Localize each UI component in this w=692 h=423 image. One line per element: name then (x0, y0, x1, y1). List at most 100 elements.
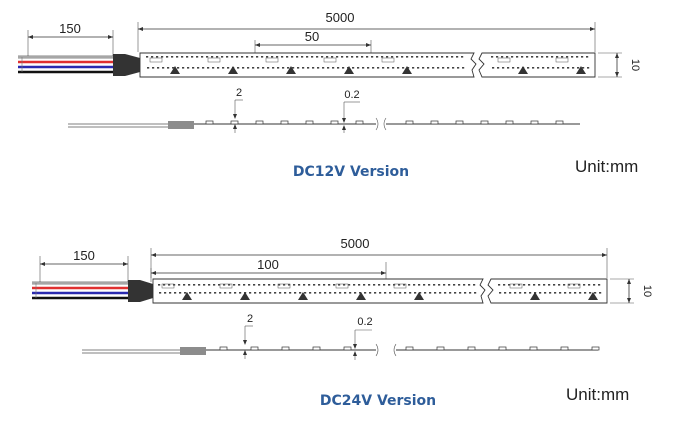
chip-dot (526, 56, 529, 58)
chip-dot (547, 67, 550, 69)
chip-dot (311, 56, 314, 58)
chip-dot (356, 56, 359, 58)
chip-dot (537, 67, 540, 69)
chip-dot (498, 284, 501, 286)
chip-dot (408, 284, 411, 286)
chip-dot (371, 56, 374, 58)
chip-dot (228, 284, 231, 286)
chip-dot (364, 292, 367, 294)
side-led (330, 120, 339, 125)
chip-dot (388, 284, 391, 286)
chip-dot (374, 292, 377, 294)
chip-dot (299, 292, 302, 294)
chip-dot (321, 56, 324, 58)
chip-dot (359, 292, 362, 294)
chip-dot (464, 292, 467, 294)
chip-dot (222, 67, 225, 69)
chip-dot (238, 284, 241, 286)
led-height-dimension: 2 (243, 313, 253, 359)
arrow-mark (567, 283, 581, 289)
chip-dot (196, 56, 199, 58)
chip-dot (366, 56, 369, 58)
chip-dot (412, 67, 415, 69)
unit-label: Unit:mm (566, 385, 629, 404)
chip-dot (206, 56, 209, 58)
chip-dot (528, 284, 531, 286)
side-led (405, 120, 414, 125)
chip-dot (373, 284, 376, 286)
chip-dot (264, 292, 267, 294)
arrow-mark (149, 57, 163, 63)
segment-length-label: 100 (257, 257, 279, 272)
chip-dot (423, 284, 426, 286)
chip-dot (376, 56, 379, 58)
chip-dot (271, 56, 274, 58)
chip-dot (447, 67, 450, 69)
chip-dot (431, 56, 434, 58)
side-led (230, 120, 239, 125)
chip-dot (527, 67, 530, 69)
chip-dot (409, 292, 412, 294)
arrow-mark (393, 283, 407, 289)
pcb-thickness-dimension: 0.2 (353, 316, 373, 360)
chip-dot (564, 292, 567, 294)
chip-dot (587, 67, 590, 69)
chip-dot (372, 67, 375, 69)
led-chip (576, 66, 586, 74)
arrow-mark (161, 283, 175, 289)
chip-dot (394, 292, 397, 294)
cable-length-label: 150 (59, 21, 81, 36)
chip-dot (192, 67, 195, 69)
chip-dot (176, 56, 179, 58)
chip-dot (178, 284, 181, 286)
chip-dot (202, 67, 205, 69)
chip-dot (326, 56, 329, 58)
chip-dot (552, 67, 555, 69)
chip-dot (241, 56, 244, 58)
chip-dot (267, 67, 270, 69)
chip-dot (263, 284, 266, 286)
chip-dot (574, 292, 577, 294)
chip-dot (163, 284, 166, 286)
chip-dot (348, 284, 351, 286)
chip-dot (252, 67, 255, 69)
chip-dot (242, 67, 245, 69)
chip-dot (451, 56, 454, 58)
chip-dot (216, 56, 219, 58)
chip-dot (542, 67, 545, 69)
chip-dot (249, 292, 252, 294)
side-led (498, 346, 507, 351)
arrow-mark (277, 283, 291, 289)
chip-dot (286, 56, 289, 58)
chip-dot (186, 56, 189, 58)
chip-dot (187, 67, 190, 69)
chip-dot (563, 284, 566, 286)
chip-dot (204, 292, 207, 294)
chip-dot (509, 292, 512, 294)
chip-dot (171, 56, 174, 58)
chip-dot (162, 67, 165, 69)
chip-dot (183, 284, 186, 286)
chip-dot (308, 284, 311, 286)
chip-dot (424, 292, 427, 294)
chip-dot (179, 292, 182, 294)
dc24v-drawing: 150 5000 100 (32, 236, 653, 409)
strip-length-dimension: 5000 (150, 236, 608, 278)
chip-dot (582, 67, 585, 69)
chip-dot (414, 292, 417, 294)
chip-dot (309, 292, 312, 294)
chip-dot (556, 56, 559, 58)
chip-dot (508, 284, 511, 286)
chip-dot (398, 284, 401, 286)
strip-width-dimension: 10 (610, 278, 653, 304)
side-led (555, 120, 564, 125)
chip-dot (511, 56, 514, 58)
arrow-mark (265, 57, 279, 63)
chip-dot (541, 56, 544, 58)
chip-dot (506, 56, 509, 58)
chip-dot (397, 67, 400, 69)
solder-connector (128, 280, 153, 302)
chip-dot (224, 292, 227, 294)
chip-dot (406, 56, 409, 58)
